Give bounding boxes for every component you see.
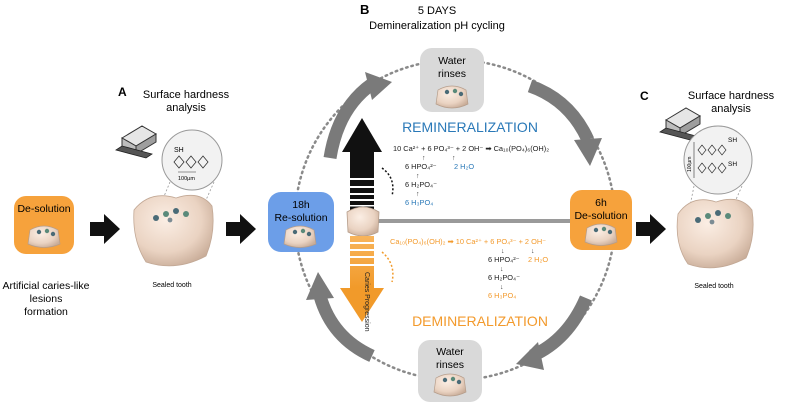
demin-h2o: 2 H₂O: [528, 255, 548, 264]
caries-progression-arrow: Caries Progression: [340, 236, 394, 332]
remin-h2po4-blue: 6 H₃PO₄: [405, 198, 433, 207]
panel-c-scale: 100µm: [687, 157, 693, 172]
panel-c-sealed-tooth: Sealed tooth: [694, 283, 733, 290]
formation-line1: Artificial caries-like: [3, 280, 90, 292]
panel-a-hardness-line1: Surface hardness: [143, 89, 230, 101]
sealed-tooth-c: Sealed tooth: [676, 198, 754, 290]
svg-text:↓: ↓: [500, 266, 504, 273]
remin-hpo4: 6 HPO₄²⁻: [405, 162, 437, 171]
cycle-arrowhead-bottomleft: [306, 272, 334, 300]
panel-c-sh-bottom: SH: [728, 161, 737, 168]
water-rinses-top: Water rinses: [420, 48, 484, 112]
desolution-cycle-line2: De-solution: [574, 210, 627, 222]
svg-text:↓: ↓: [531, 248, 535, 255]
water-rinses-bottom: Water rinses: [418, 340, 482, 402]
cycle-arrow-bottomleft: [313, 294, 375, 362]
panel-a-letter: A: [118, 85, 127, 99]
cycle-arrow-topleft: [323, 78, 376, 160]
panel-b-letter: B: [360, 2, 369, 17]
panel-a-hardness-line2: analysis: [166, 102, 206, 114]
svg-text:↑: ↑: [416, 173, 420, 180]
desolution-box-a: De-solution: [14, 196, 74, 254]
resolution-line2: Re-solution: [274, 212, 327, 224]
remineralization-arrow: [342, 118, 394, 214]
svg-text:↑: ↑: [452, 155, 456, 162]
remin-h2o: 2 H₂O: [454, 162, 474, 171]
flow-arrow-1: [90, 214, 120, 244]
hardness-tester-icon-c: [659, 107, 701, 141]
remineralization-label: REMINERALIZATION: [402, 119, 538, 135]
demin-hpo4: 6 HPO₄²⁻: [488, 255, 520, 264]
indentation-zoom-c: SH SH 100µm: [683, 125, 753, 207]
panel-c-letter: C: [640, 89, 649, 103]
panel-a-sealed-tooth: Sealed tooth: [152, 282, 191, 289]
panel-c-hardness-line1: Surface hardness: [688, 90, 775, 102]
remin-h2po4-black: 6 H₂PO₄⁻: [405, 180, 437, 189]
cycle-arrowhead-topleft: [365, 72, 392, 100]
svg-text:↓: ↓: [500, 284, 504, 291]
cycle-arrowhead-topright: [574, 138, 602, 166]
resolution-line1: 18h: [292, 199, 310, 211]
panel-a-desolution: De-solution: [17, 203, 70, 215]
water-bottom-line2: rinses: [436, 359, 464, 371]
title-line2: Demineralization pH cycling: [369, 20, 505, 32]
formation-line2: lesions: [30, 293, 63, 305]
cycle-divider-line: [368, 219, 584, 223]
remin-reaction-main: 10 Ca²⁺ + 6 PO₄³⁻ + 2 OH⁻ ➡ Ca₁₀(PO₄)₆(O…: [393, 144, 549, 153]
panel-a-scale: 100µm: [178, 176, 195, 182]
demin-h2po4-black: 6 H₂PO₄⁻: [488, 273, 520, 282]
svg-text:↑: ↑: [422, 155, 426, 162]
sealed-tooth-a: Sealed tooth: [133, 194, 214, 289]
title-line1: 5 DAYS: [418, 5, 456, 17]
svg-text:↑: ↑: [416, 191, 420, 198]
demineralization-label: DEMINERALIZATION: [412, 313, 548, 329]
demin-h2po4-orange: 6 H₃PO₄: [488, 291, 516, 300]
desolution-box-cycle: 6h De-solution: [570, 190, 632, 250]
panel-a-sh: SH: [174, 147, 184, 154]
flow-arrow-3: [636, 214, 666, 244]
flow-arrow-2: [226, 214, 256, 244]
cycle-arrowhead-bottomright: [516, 342, 544, 370]
caries-progression-label: Caries Progression: [363, 272, 370, 332]
water-top-line1: Water: [438, 55, 466, 67]
water-top-line2: rinses: [438, 68, 466, 80]
demin-reaction-main: Ca₁₀(PO₄)₆(OH)₂ ➡ 10 Ca²⁺ + 6 PO₄³⁻ + 2 …: [390, 237, 546, 246]
formation-line3: formation: [24, 306, 68, 318]
cycle-arrow-topright: [527, 79, 594, 143]
panel-c-sh-top: SH: [728, 137, 737, 144]
desolution-cycle-line1: 6h: [595, 197, 607, 209]
central-tooth: [346, 206, 380, 237]
hardness-tester-icon-a: [115, 125, 157, 159]
svg-text:↓: ↓: [501, 248, 505, 255]
water-bottom-line1: Water: [436, 346, 464, 358]
indentation-zoom-a: SH 100µm: [159, 129, 223, 207]
panel-c-hardness-line2: analysis: [711, 103, 751, 115]
resolution-box: 18h Re-solution: [268, 192, 334, 252]
